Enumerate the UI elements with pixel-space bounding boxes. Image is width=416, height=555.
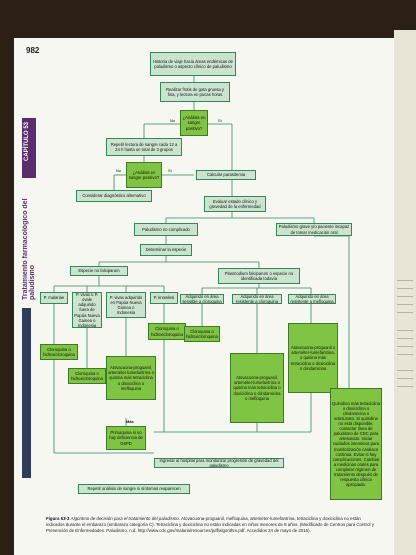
- node-hospital-monitoring: Ingresar al hospital para monitorizar pr…: [154, 458, 284, 468]
- node-p-malariae: P. malariae: [40, 292, 68, 304]
- node-mef-resistant: Adquirido en área resistente a mefloquin…: [288, 294, 336, 304]
- node-blood-test-decision-1: ¿Análisis en sangre positivo?: [180, 110, 208, 136]
- label-mas: Más: [126, 419, 134, 424]
- label-no-2: No: [116, 168, 122, 173]
- side-bar: [22, 308, 31, 478]
- label-yes-2: Sí: [168, 168, 172, 173]
- node-p-vivax-png: P. vivax adquirido en Papúa Nueva Guinea…: [106, 292, 146, 318]
- node-uncomplicated-malaria: Paludismo no complicado: [134, 223, 198, 236]
- node-treat-atovaquone-3: Atovacuona-proguanil o arteméter-lumefan…: [288, 323, 338, 393]
- node-repeat-smear: Repetir lectura de sangre cada 12 a 24 h…: [106, 138, 182, 156]
- node-treat-atovaquone-2: Atovacuona-proguanil, arteméter-lumefant…: [230, 353, 284, 423]
- node-non-falciparum: Especie no falciparum: [70, 266, 128, 276]
- caption-figure-number: Figura 53-3: [46, 516, 70, 521]
- node-parasitemia: Calcular parasitemia: [196, 170, 256, 180]
- label-yes-1: Sí: [218, 118, 222, 123]
- node-cq-resistant: Adquirido en área resistente a cloroquin…: [232, 294, 282, 304]
- node-treat-chloroquine-3: Cloroquina o hidroxicloroquina: [148, 323, 186, 340]
- node-repeat-if-symptoms: Repetir análisis de sangre si síntomas r…: [78, 484, 190, 494]
- node-treat-chloroquine-1: Cloroquina o hidroxicloroquina: [40, 344, 78, 360]
- book-page: 982 CAPÍTULO 53 Tratamiento farmacológic…: [14, 38, 394, 555]
- node-treat-chloroquine-4: Cloroquina o hidroxicloroquina: [184, 326, 220, 342]
- node-treat-severe: Quinidina más tetraciclina o doxiciclina…: [330, 388, 382, 500]
- flowchart-connectors: [53, 76, 350, 454]
- node-clinical-evaluation: Evaluar estado clínico y gravedad de la …: [204, 196, 266, 212]
- node-determine-species: Determinar la especie: [140, 244, 192, 256]
- caption-text: Atovacuona-proguanil, mefloquina, artemé…: [46, 516, 374, 533]
- label-no-1: No: [170, 118, 176, 123]
- node-p-knowlesi: P. knowlesi: [150, 292, 178, 304]
- node-severe-malaria: Paludismo grave y/o paciente incapaz de …: [276, 223, 352, 236]
- node-travel-history: Historia de viaje hacia áreas endémicas …: [150, 52, 236, 76]
- page-number: 982: [26, 46, 40, 55]
- node-treat-chloroquine-2: Cloroquina o hidroxicloroquina: [68, 368, 106, 384]
- node-treat-primaquine: Primaquina si no hay deficiencia de G6PD: [106, 426, 146, 450]
- node-blood-test-decision-2: ¿Análisis en sangre positivo?: [126, 162, 162, 188]
- caption-title: Algoritmo de decisión para el tratamient…: [70, 516, 181, 521]
- node-cq-sensitive: Adquirido en área sensible a cloroquina: [180, 294, 224, 304]
- node-blood-smear: Realizar frotis de gota gruesa y fina, y…: [160, 82, 230, 102]
- node-p-vivax-outside: P. vivax u P. ovale adquirido fuera de P…: [72, 292, 102, 328]
- figure-caption: Figura 53-3 Algoritmo de decisión para e…: [46, 516, 376, 534]
- chapter-tab: CAPÍTULO 53: [22, 118, 36, 178]
- node-treat-atovaquone-1: Atovacuona-proguanil, arteméter-lumefant…: [106, 356, 156, 400]
- node-falciparum: Plasmodium falciparum o especie no ident…: [218, 268, 300, 284]
- node-alternative-diagnosis: Considerar diagnóstico alternativo: [76, 190, 152, 202]
- adjacent-page: [394, 30, 416, 555]
